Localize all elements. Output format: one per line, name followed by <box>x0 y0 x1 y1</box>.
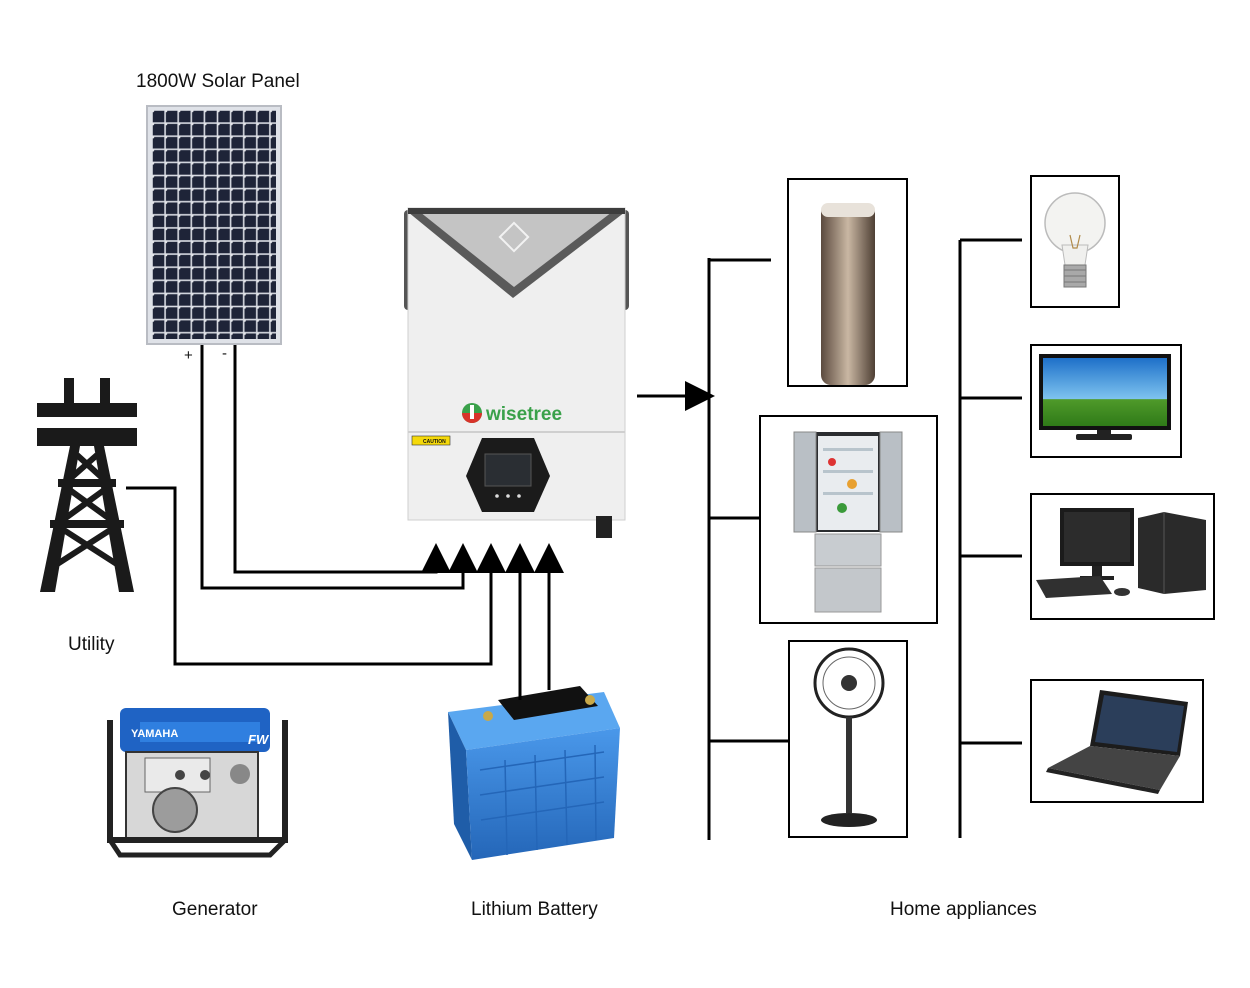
solar-minus-label: - <box>222 345 227 362</box>
solar-panel-label: 1800W Solar Panel <box>136 71 300 92</box>
generator-brand: YAMAHA <box>131 728 178 740</box>
light-bulb-icon <box>1044 192 1106 288</box>
solar-panel <box>146 105 282 345</box>
generator-label: Generator <box>172 899 258 920</box>
fan-box <box>788 640 908 838</box>
desktop-computer-icon <box>1036 508 1206 598</box>
inverter-brand: wisetree <box>485 404 562 425</box>
inverter <box>404 207 629 538</box>
inverter-caution-label: CAUTION <box>423 439 446 445</box>
input-wiring <box>126 345 564 700</box>
refrigerator-box <box>759 415 938 624</box>
home-appliances-label: Home appliances <box>890 899 1037 920</box>
tv-box <box>1030 344 1182 458</box>
air-conditioner-icon <box>821 203 875 385</box>
utility-tower-icon <box>37 378 137 592</box>
battery-label: Lithium Battery <box>471 899 598 920</box>
desktop-box <box>1030 493 1215 620</box>
television-icon <box>1039 354 1171 440</box>
solar-plus-label: + <box>184 347 193 364</box>
bulb-box <box>1030 175 1120 308</box>
air-conditioner-box <box>787 178 908 387</box>
generator-badge: FW <box>248 732 270 747</box>
standing-fan-icon <box>813 647 885 827</box>
generator <box>107 708 288 858</box>
lithium-battery <box>448 686 620 860</box>
laptop-icon <box>1046 690 1188 794</box>
laptop-box <box>1030 679 1204 803</box>
utility-label: Utility <box>68 634 115 655</box>
output-wiring <box>637 238 1022 840</box>
refrigerator-icon <box>793 431 903 613</box>
